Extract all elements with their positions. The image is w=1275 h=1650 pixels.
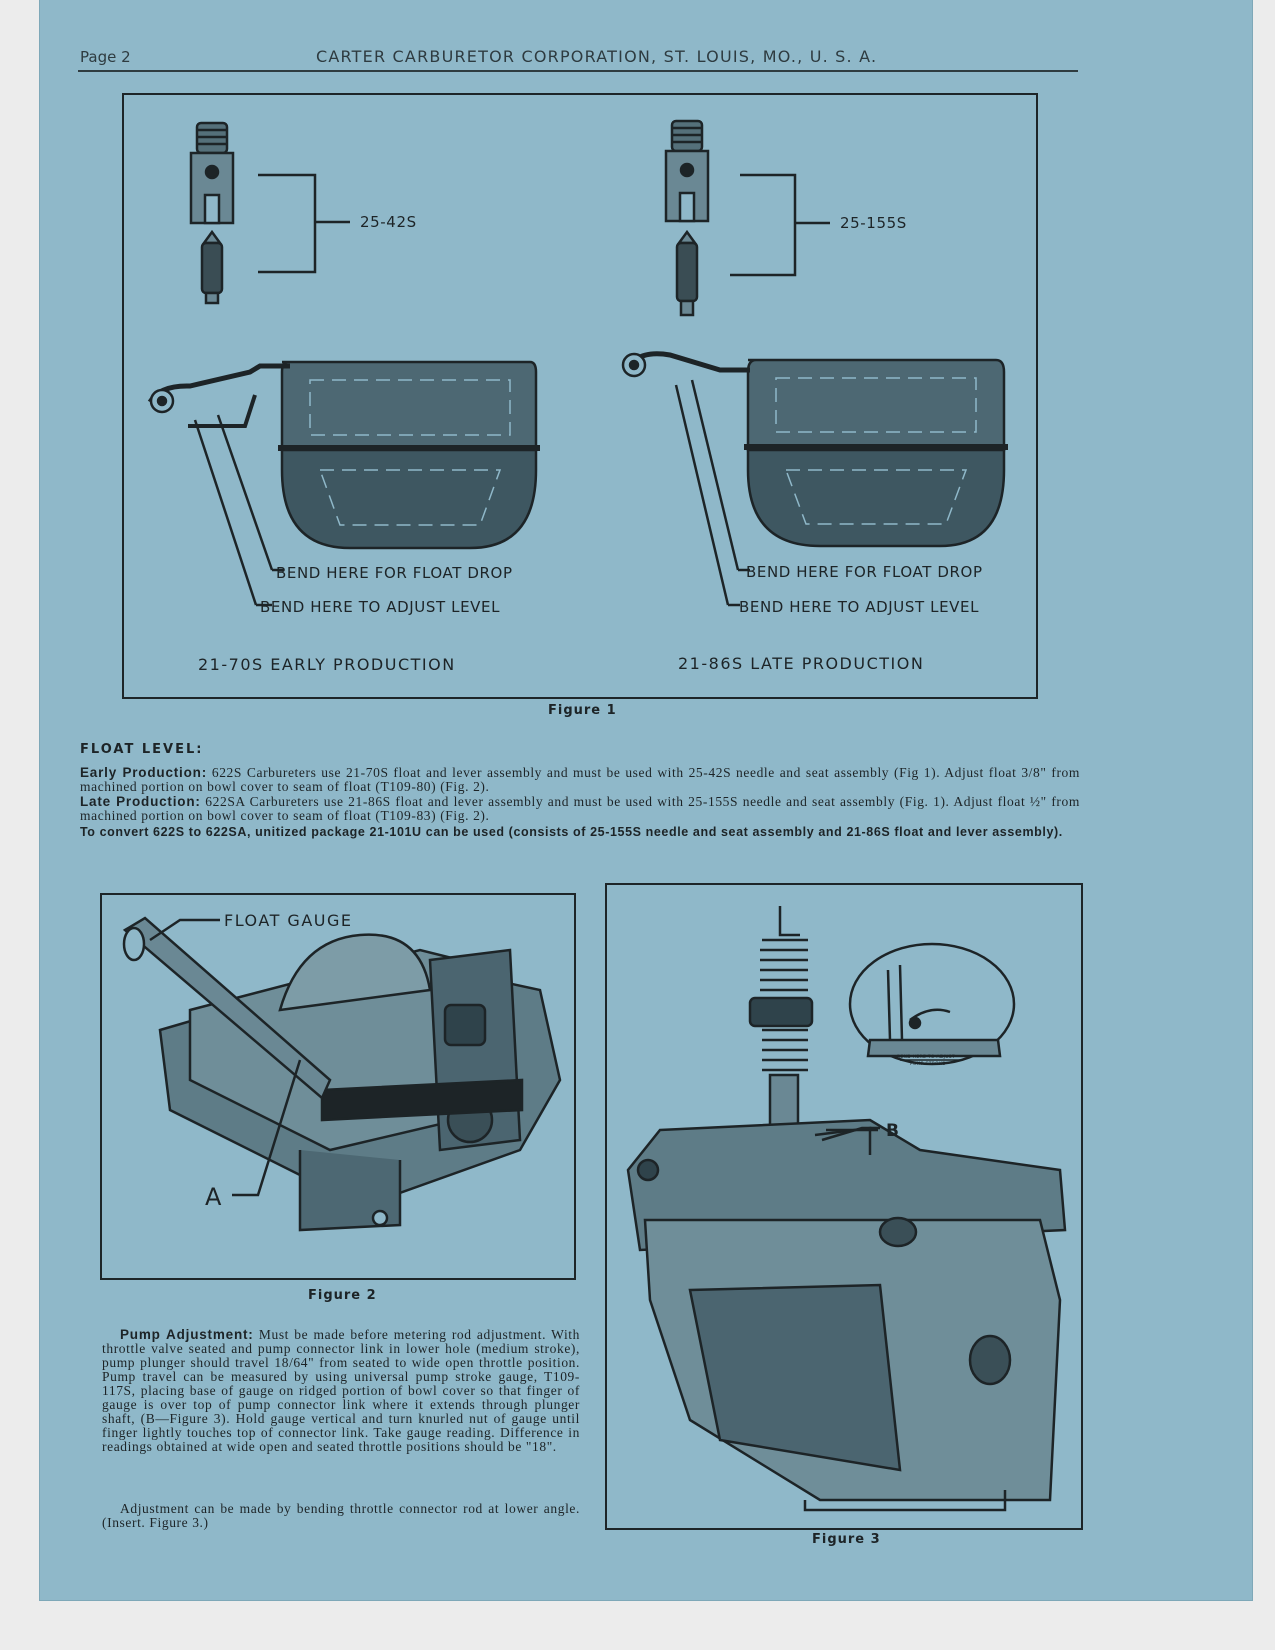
figure-1-frame xyxy=(122,93,1038,699)
page-number: Page 2 xyxy=(80,48,131,66)
figure-2-caption: Figure 2 xyxy=(308,1288,377,1303)
pump-adjustment-label: Pump Adjustment: xyxy=(120,1327,254,1342)
figure-3-frame xyxy=(605,883,1083,1530)
pump-adjustment-paragraph: Pump Adjustment: Must be made before met… xyxy=(102,1328,580,1454)
convert-paragraph: To convert 622S to 622SA, unitized packa… xyxy=(80,825,1063,839)
right-float-title: 21-86S LATE PRODUCTION xyxy=(678,654,925,673)
figure-2-pointer-a: A xyxy=(205,1183,223,1211)
early-production-label: Early Production: xyxy=(80,765,207,780)
figure-3-insert-label-2: PUMP STROKE xyxy=(910,1062,946,1067)
early-production-paragraph: Early Production: 622S Carbureters use 2… xyxy=(80,766,1080,794)
left-float xyxy=(147,360,540,550)
pump-adjustment-text: Must be made before metering rod adjustm… xyxy=(102,1327,580,1454)
early-production-text: 622S Carbureters use 21-70S float and le… xyxy=(80,765,1080,794)
figure-1-caption: Figure 1 xyxy=(548,703,617,718)
float-gauge-label: FLOAT GAUGE xyxy=(224,911,353,930)
right-needle xyxy=(675,229,699,317)
header-rule xyxy=(78,70,1078,72)
right-part-number: 25-155S xyxy=(840,214,907,232)
float-level-heading: FLOAT LEVEL: xyxy=(80,742,204,757)
left-needle xyxy=(200,229,224,305)
figure-2-frame xyxy=(100,893,576,1280)
late-production-text: 622SA Carbureters use 21-86S float and l… xyxy=(80,794,1080,823)
late-production-label: Late Production: xyxy=(80,794,201,809)
left-needle-seat xyxy=(189,121,235,225)
page-header-title: CARTER CARBURETOR CORPORATION, ST. LOUIS… xyxy=(316,47,878,66)
figure-3-caption: Figure 3 xyxy=(812,1532,881,1547)
right-bend-adjust-level-label: BEND HERE TO ADJUST LEVEL xyxy=(739,598,980,616)
right-needle-seat xyxy=(664,119,710,223)
late-production-paragraph: Late Production: 622SA Carbureters use 2… xyxy=(80,795,1080,823)
left-float-title: 21-70S EARLY PRODUCTION xyxy=(198,655,456,674)
figure-3-pointer-b: B xyxy=(886,1121,900,1141)
adjustment-paragraph: Adjustment can be made by bending thrott… xyxy=(102,1501,580,1530)
right-bend-float-drop-label: BEND HERE FOR FLOAT DROP xyxy=(746,563,983,581)
right-float xyxy=(621,351,1008,548)
pump-spring xyxy=(760,938,808,992)
left-part-number: 25-42S xyxy=(360,213,417,231)
left-bend-adjust-level-label: BEND HERE TO ADJUST LEVEL xyxy=(260,598,501,616)
left-bend-float-drop-label: BEND HERE FOR FLOAT DROP xyxy=(276,564,513,582)
figure-3-insert-label-1: BEND HERE TO ADJUST xyxy=(897,1055,956,1060)
